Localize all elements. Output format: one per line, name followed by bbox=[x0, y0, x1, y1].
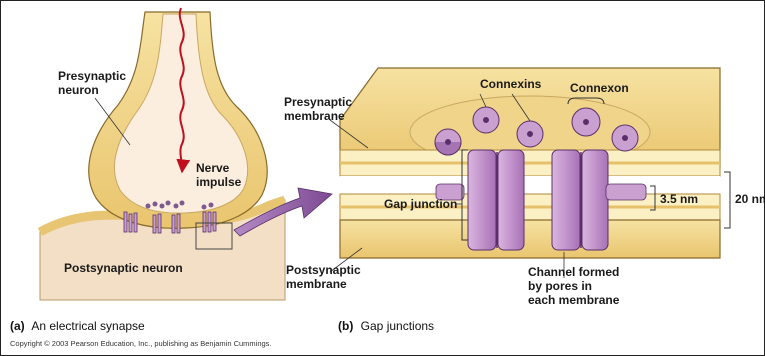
label-presynaptic-membrane: Presynaptic membrane bbox=[284, 95, 355, 123]
label-connexins: Connexins bbox=[480, 77, 542, 91]
label-postsynaptic-membrane: Postsynaptic membrane bbox=[286, 263, 364, 291]
label-gap-junction: Gap junction bbox=[384, 197, 457, 211]
label-channel: Channel formed by pores in each membrane bbox=[528, 265, 623, 307]
panel-b-gap-junctions: Presynaptic membrane Connexins Connexon … bbox=[284, 68, 765, 307]
measure-20nm bbox=[724, 172, 730, 228]
label-total-width: 20 nm bbox=[735, 192, 765, 206]
copyright-notice: Copyright © 2003 Pearson Education, Inc.… bbox=[10, 339, 272, 348]
label-postsynaptic-neuron: Postsynaptic neuron bbox=[64, 261, 183, 275]
caption-b: (b) Gap junctions bbox=[338, 319, 434, 333]
label-connexon: Connexon bbox=[570, 81, 629, 95]
label-presynaptic-neuron: Presynaptic neuron bbox=[58, 69, 129, 97]
caption-a: (a) An electrical synapse bbox=[10, 319, 145, 333]
postsynaptic-base bbox=[340, 220, 720, 258]
label-gap-width: 3.5 nm bbox=[660, 192, 698, 206]
panel-a-electrical-synapse: Presynaptic neuron Nerve impulse Postsyn… bbox=[40, 8, 285, 300]
